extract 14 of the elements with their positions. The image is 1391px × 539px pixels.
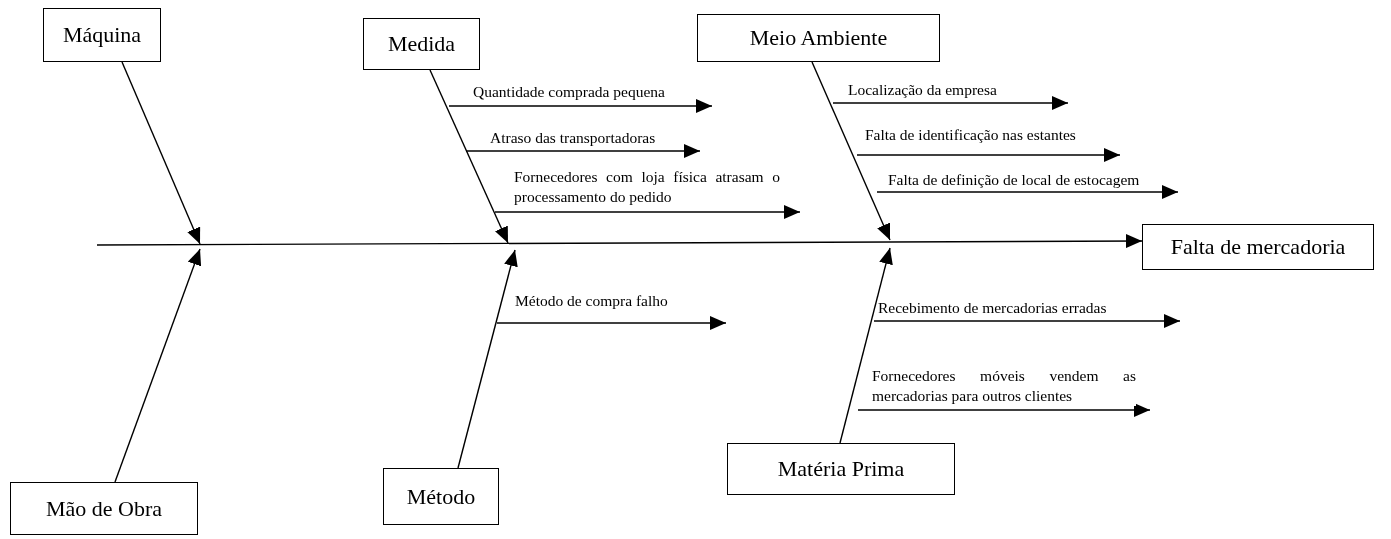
category-box: Método (383, 468, 499, 525)
category-box: Meio Ambiente (697, 14, 940, 62)
arrow (121, 61, 201, 245)
category-box: Máquina (43, 8, 161, 62)
arrow (96, 234, 1143, 249)
arrow (114, 248, 202, 483)
effect-box: Falta de mercadoria (1142, 224, 1374, 270)
arrow (457, 249, 518, 469)
arrow (839, 247, 893, 444)
category-box: Mão de Obra (10, 482, 198, 535)
arrow (429, 69, 509, 244)
category-box: Medida (363, 18, 480, 70)
arrow (811, 61, 891, 241)
category-box: Matéria Prima (727, 443, 955, 495)
